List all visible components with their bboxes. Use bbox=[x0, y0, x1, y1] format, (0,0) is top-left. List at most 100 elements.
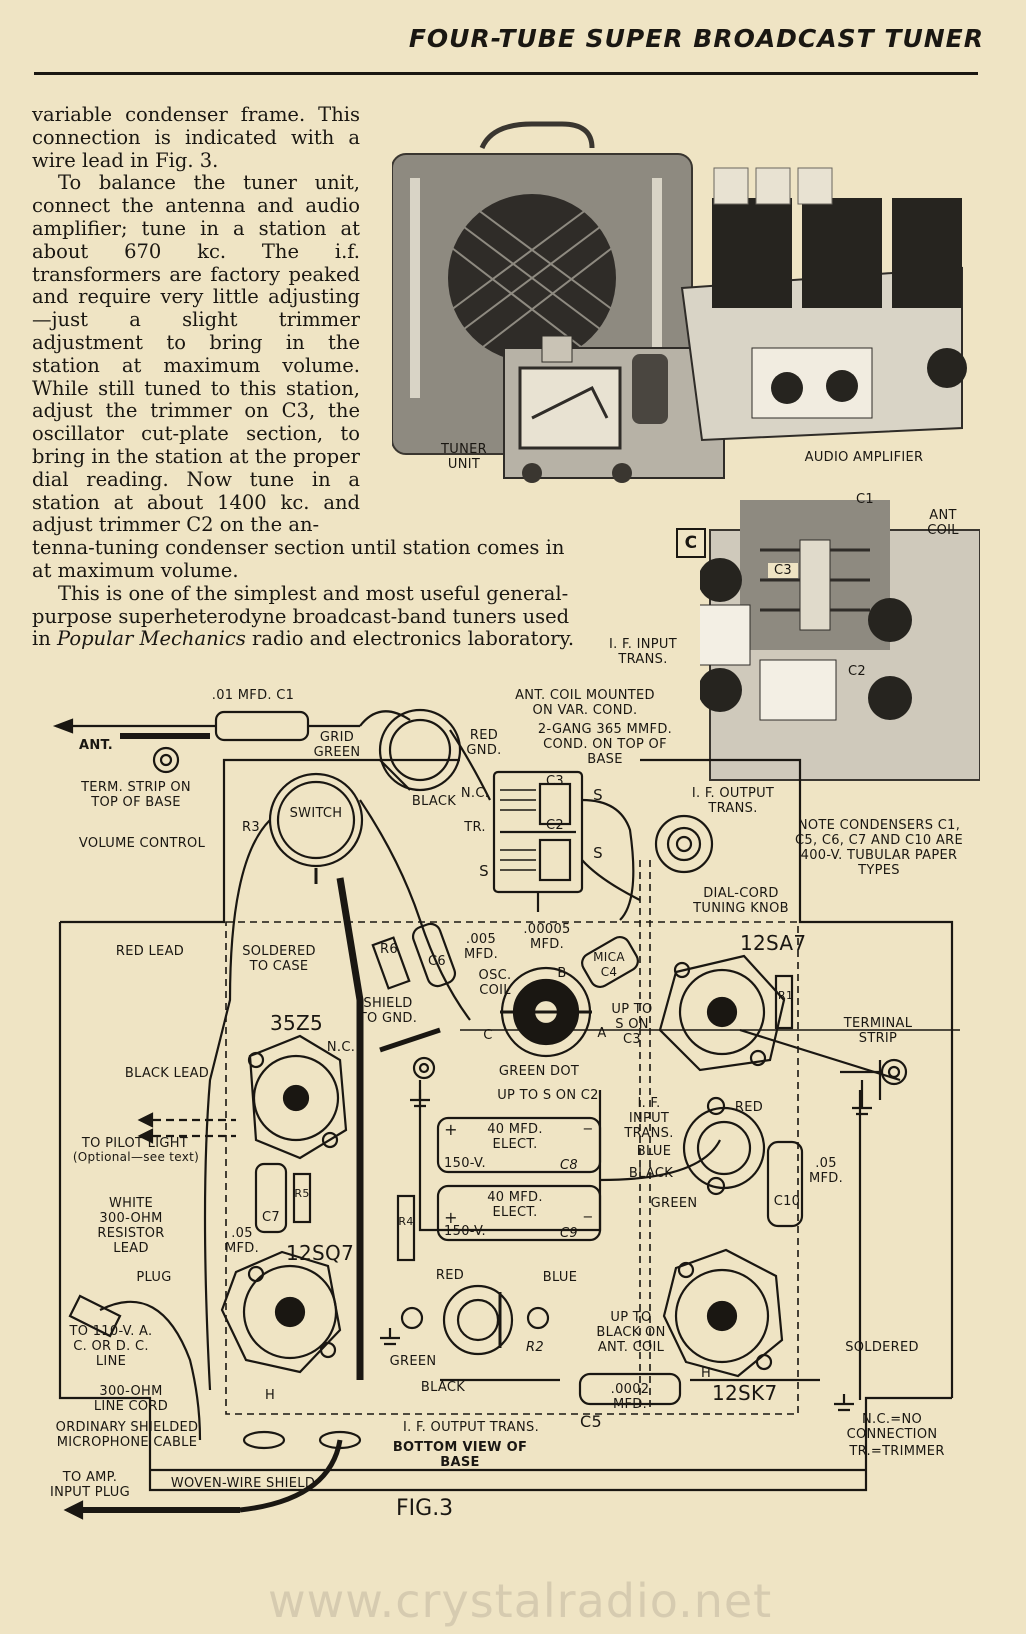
chassis-photo bbox=[700, 490, 980, 795]
label-woven-shield: WOVEN-WIRE SHIELD bbox=[170, 1476, 316, 1491]
label-tube-12sq7: 12SQ7 bbox=[286, 1241, 355, 1265]
label-c8-plus: + bbox=[444, 1120, 458, 1139]
label-black-if-out: BLACK bbox=[420, 1380, 466, 1395]
article-text: variable condenser frame. This connectio… bbox=[32, 103, 584, 651]
label-switch: SWITCH bbox=[289, 806, 343, 821]
label-terminal-strip: TERMINAL STRIP bbox=[843, 1016, 913, 1046]
label-c8-voltage: 150-V. bbox=[444, 1156, 486, 1171]
label-c9-value: 40 MFD. ELECT. bbox=[487, 1190, 543, 1220]
label-dial-cord-knob: DIAL-CORD TUNING KNOB bbox=[693, 886, 789, 916]
label-ant-coil-mounted: ANT. COIL MOUNTED ON VAR. COND. bbox=[515, 688, 655, 718]
label-pilot-optional: (Optional—see text) bbox=[72, 1150, 200, 1164]
label-line-cord: 300-OHM LINE CORD bbox=[93, 1384, 169, 1414]
label-s-3: S bbox=[479, 862, 489, 880]
label-volume-control: VOLUME CONTROL bbox=[78, 836, 206, 851]
label-red: RED bbox=[734, 1100, 764, 1115]
label-pilot-light: TO PILOT LIGHT bbox=[81, 1136, 189, 1151]
label-0002-mfd: .0002 MFD. bbox=[610, 1382, 650, 1412]
label-up-to-black-ant: UP TO BLACK ON ANT. COIL bbox=[596, 1310, 666, 1355]
label-soldered-to-case: SOLDERED TO CASE bbox=[242, 944, 316, 974]
header-rule bbox=[34, 72, 978, 75]
label-tube-12sk7: 12SK7 bbox=[712, 1381, 778, 1405]
label-c10: C10 bbox=[773, 1194, 801, 1209]
label-soldered: SOLDERED bbox=[845, 1340, 919, 1355]
label-r4: R4 bbox=[398, 1215, 414, 1228]
paragraph-1: variable condenser frame. This connectio… bbox=[32, 103, 360, 172]
label-plug: PLUG bbox=[136, 1270, 172, 1285]
label-nc-legend: N.C.=NO CONNECTION bbox=[846, 1412, 938, 1442]
paragraph-2: To balance the tuner unit, connect the a… bbox=[32, 171, 360, 537]
label-h-12sq7: H bbox=[264, 1388, 276, 1403]
label-tube-35z5: 35Z5 bbox=[270, 1011, 324, 1035]
label-tube-12sa7: 12SA7 bbox=[740, 931, 807, 955]
label-tr: TR. bbox=[464, 820, 486, 835]
label-005-mfd: .005 MFD. bbox=[463, 932, 499, 962]
label-05-mfd-c7: .05 MFD. bbox=[224, 1226, 260, 1256]
label-if-output-trans: I. F. OUTPUT TRANS. bbox=[402, 1420, 540, 1435]
label-a: A bbox=[597, 1026, 607, 1041]
label-green-dot: GREEN DOT bbox=[498, 1064, 580, 1079]
label-terminal-strip-top: TERM. STRIP ON TOP OF BASE bbox=[81, 780, 191, 810]
photo-label-if-input: I. F. INPUT TRANS. bbox=[609, 637, 677, 667]
watermark: www.crystalradio.net bbox=[268, 1574, 773, 1628]
label-c7: C7 bbox=[262, 1210, 280, 1225]
label-c9-minus: − bbox=[582, 1210, 594, 1225]
label-c8: C8 bbox=[560, 1158, 578, 1173]
figure-caption: FIG.3 bbox=[396, 1496, 454, 1521]
photo-label-if-output: I. F. OUTPUT TRANS. bbox=[691, 786, 775, 816]
label-mica-c4: MICA C4 bbox=[593, 950, 625, 979]
label-red-lead: RED LEAD bbox=[115, 944, 185, 959]
label-05-mfd-c10: .05 MFD. bbox=[808, 1156, 844, 1186]
label-black-if: BLACK bbox=[628, 1166, 674, 1181]
photo-label-c: C bbox=[676, 528, 706, 558]
label-up-to-s-c2: UP TO S ON C2 bbox=[497, 1088, 599, 1103]
label-r6: R6 bbox=[380, 942, 398, 957]
label-c9: C9 bbox=[560, 1226, 578, 1241]
photo-label-c3: C3 bbox=[768, 563, 798, 578]
label-white-resistor-lead: WHITE 300-OHM RESISTOR LEAD bbox=[97, 1196, 165, 1256]
label-gang-condenser: 2-GANG 365 MMFD. COND. ON TOP OF BASE bbox=[537, 722, 673, 767]
label-blue-if-out: BLUE bbox=[542, 1270, 578, 1285]
tuner-photo bbox=[392, 118, 972, 508]
label-s-2: S bbox=[593, 844, 603, 862]
label-r2: R2 bbox=[526, 1340, 544, 1355]
label-c8-value: 40 MFD. ELECT. bbox=[487, 1122, 543, 1152]
label-b: B bbox=[557, 966, 567, 981]
label-c9-plus: + bbox=[444, 1208, 458, 1227]
label-mic-cable: ORDINARY SHIELDED MICROPHONE CABLE bbox=[55, 1420, 199, 1450]
label-s-1: S bbox=[593, 786, 603, 804]
label-c3: C3 bbox=[546, 774, 564, 789]
label-blue: BLUE bbox=[636, 1144, 672, 1159]
label-h-12sk7: H bbox=[700, 1366, 712, 1381]
label-35z5-nc: N.C. bbox=[326, 1040, 356, 1055]
label-c8-minus: − bbox=[582, 1122, 594, 1137]
label-green-if: GREEN bbox=[650, 1196, 698, 1211]
photo-label-c2: C2 bbox=[848, 664, 866, 679]
label-nc: N.C. bbox=[460, 786, 490, 801]
label-tr-legend: TR.=TRIMMER bbox=[849, 1444, 945, 1459]
label-amp-input: TO AMP. INPUT PLUG bbox=[49, 1470, 130, 1500]
label-c2: C2 bbox=[546, 818, 564, 833]
label-r1: R1 bbox=[778, 989, 794, 1002]
label-c-pin: C bbox=[483, 1028, 493, 1043]
label-black-lead: BLACK LEAD bbox=[124, 1066, 210, 1081]
label-red-gnd: RED GND. bbox=[466, 728, 502, 758]
photo-label-tuner-unit: TUNER UNIT bbox=[441, 442, 487, 472]
photo-label-audio-amplifier: AUDIO AMPLIFIER bbox=[804, 450, 924, 465]
label-c6: C6 bbox=[428, 954, 446, 969]
photo-label-ant-coil: ANT COIL bbox=[927, 508, 959, 538]
label-black: BLACK bbox=[411, 794, 457, 809]
label-up-to-s-c3: UP TO S ON C3 bbox=[611, 1002, 653, 1047]
label-110v-line: TO 110-V. A. C. OR D. C. LINE bbox=[69, 1324, 153, 1369]
label-if-input-trans: I. F. INPUT TRANS. bbox=[624, 1096, 674, 1141]
label-00005-mfd: .00005 MFD. bbox=[523, 922, 571, 952]
paragraph-3: This is one of the simplest and most use… bbox=[32, 581, 575, 651]
label-osc-coil: OSC. COIL bbox=[478, 968, 512, 998]
label-grid-green: GRID GREEN bbox=[313, 730, 361, 760]
label-r5: R5 bbox=[294, 1187, 310, 1200]
page-header-title: FOUR-TUBE SUPER BROADCAST TUNER bbox=[408, 24, 984, 53]
photo-label-c1: C1 bbox=[856, 492, 874, 507]
label-bottom-view: BOTTOM VIEW OF BASE bbox=[392, 1440, 528, 1470]
label-red-if-out: RED bbox=[435, 1268, 465, 1283]
